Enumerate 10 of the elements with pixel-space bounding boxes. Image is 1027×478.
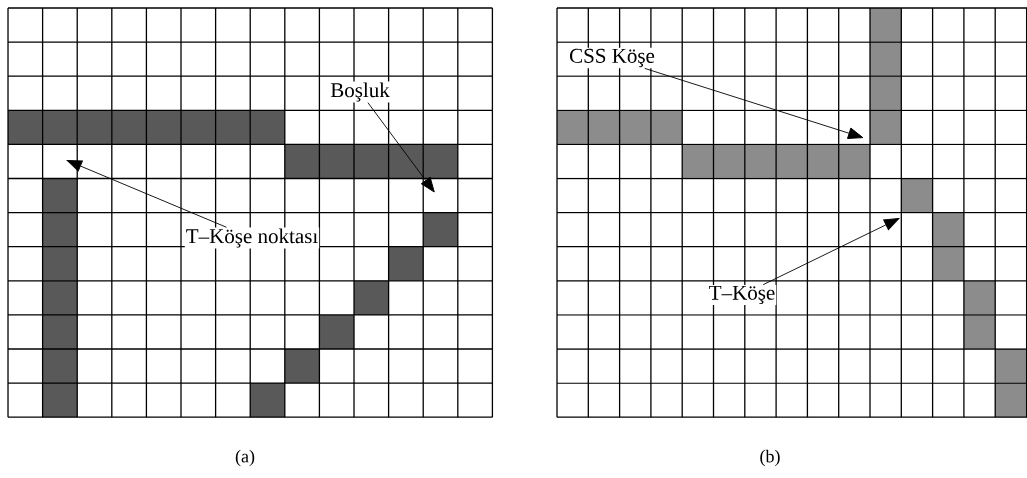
callout-text: Boşluk bbox=[329, 81, 391, 103]
panel-label: (b) bbox=[760, 449, 780, 467]
leader-arrow bbox=[762, 218, 900, 286]
leader-arrow bbox=[66, 160, 227, 228]
callout-text: T–Köşe noktası bbox=[184, 227, 320, 249]
panel-label: (a) bbox=[235, 449, 255, 467]
leader-arrow bbox=[367, 102, 435, 193]
callout-text: T–Köşe bbox=[707, 284, 777, 306]
callout-text: CSS Köşe bbox=[568, 47, 656, 69]
leader-arrow bbox=[644, 67, 864, 139]
